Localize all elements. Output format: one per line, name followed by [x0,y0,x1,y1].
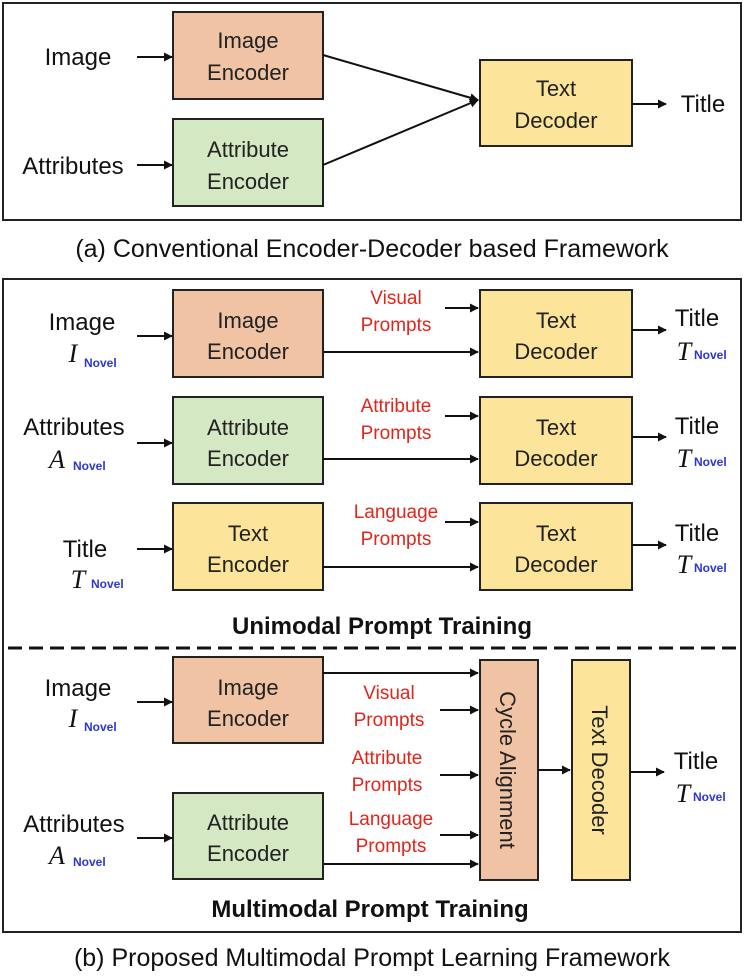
row3-symbol: T [71,565,87,594]
box-label: Encoder [207,339,289,364]
box-label: Text [536,308,576,333]
box-label: Text [536,415,576,440]
box-label: Decoder [514,552,597,577]
mm-image-sub: Novel [84,720,117,734]
row2-attribute-encoder [172,396,324,485]
panel-a-caption: (a) Conventional Encoder-Decoder based F… [75,235,669,263]
box-label: Encoder [207,706,289,731]
row1-symbol: I [68,339,79,368]
mm-out-sub: Novel [693,790,726,804]
mm-output: Title [674,748,718,775]
row1-symbol-sub: Novel [84,356,117,370]
panel-a-text-decoder [479,59,633,147]
row1-prompts-label: Visual [370,288,421,309]
mm-attr-symbol: A [47,841,65,870]
row3-symbol-sub: Novel [91,577,124,591]
box-label: Image [217,675,278,700]
row3-text-encoder [172,502,324,591]
box-label: Encoder [207,552,289,577]
box-label: Image [217,308,278,333]
box-label: Attribute [207,415,289,440]
row2-out-sub: Novel [694,455,727,469]
mm-language-prompts: Language [349,809,434,830]
mm-image-input: Image [45,675,112,702]
row1-output: Title [675,305,719,332]
row2-text-decoder [479,396,633,485]
panel-a-attribute-encoder [172,118,324,207]
arrow [322,54,479,103]
row1-out-sub: Novel [694,348,727,362]
mm-text-decoder-box [571,659,631,881]
row3-out-sub: Novel [694,561,727,575]
unimodal-title: Unimodal Prompt Training [232,613,532,640]
mm-attribute-encoder [172,792,324,880]
row2-input: Attributes [23,414,124,441]
panel-a-attributes-input: Attributes [22,153,123,180]
row1-input: Image [49,309,116,336]
row3-out-symbol: T [677,550,693,579]
mm-text-decoder-label: Text Decoder [587,705,612,835]
box-label: Decoder [514,108,597,133]
box-label: Decoder [514,446,597,471]
row2-symbol-sub: Novel [73,459,106,473]
row1-image-encoder [172,289,324,378]
box-label: Encoder [207,60,289,85]
row2-symbol: A [47,445,65,474]
box-label: Attribute [207,810,289,835]
mm-image-encoder [172,656,324,744]
row1-out-symbol: T [677,337,693,366]
mm-attr-sub: Novel [73,855,106,869]
panel-b-caption: (b) Proposed Multimodal Prompt Learning … [74,944,671,972]
box-label: Text [536,521,576,546]
mm-attribute-prompts: Attribute [352,748,423,769]
box-label: Attribute [207,137,289,162]
panel-a-frame [2,2,742,221]
mm-language-prompts: Prompts [356,836,427,857]
panel-a-image-input: Image [45,44,112,71]
multimodal-title: Multimodal Prompt Training [211,896,528,923]
mm-image-symbol: I [68,704,79,733]
row2-out-symbol: T [677,444,693,473]
mm-visual-prompts: Visual [363,683,414,704]
row3-prompts-label: Prompts [361,529,432,550]
panel-a-title-output: Title [681,91,725,118]
mm-attribute-prompts: Prompts [352,775,423,796]
row1-text-decoder [479,289,633,378]
box-label: Image [217,28,278,53]
row3-output: Title [675,520,719,547]
cycle-alignment-label: Cycle Alignment [495,691,520,849]
box-label: Encoder [207,841,289,866]
row1-prompts-label: Prompts [361,315,432,336]
row2-output: Title [675,413,719,440]
panel-b-frame [2,278,742,933]
box-label: Encoder [207,169,289,194]
row3-text-decoder [479,502,633,591]
mm-attr-input: Attributes [23,811,124,838]
mm-out-symbol: T [676,779,692,808]
box-label: Decoder [514,339,597,364]
box-label: Text [536,76,576,101]
row3-input: Title [63,536,107,563]
arrow [322,98,479,166]
row3-prompts-label: Language [354,502,439,523]
mm-visual-prompts: Prompts [354,710,425,731]
box-label: Text [228,521,268,546]
panel-a-image-encoder [172,11,324,100]
box-label: Encoder [207,446,289,471]
row2-prompts-label: Attribute [361,396,432,417]
cycle-alignment-box [479,659,539,881]
row2-prompts-label: Prompts [361,423,432,444]
